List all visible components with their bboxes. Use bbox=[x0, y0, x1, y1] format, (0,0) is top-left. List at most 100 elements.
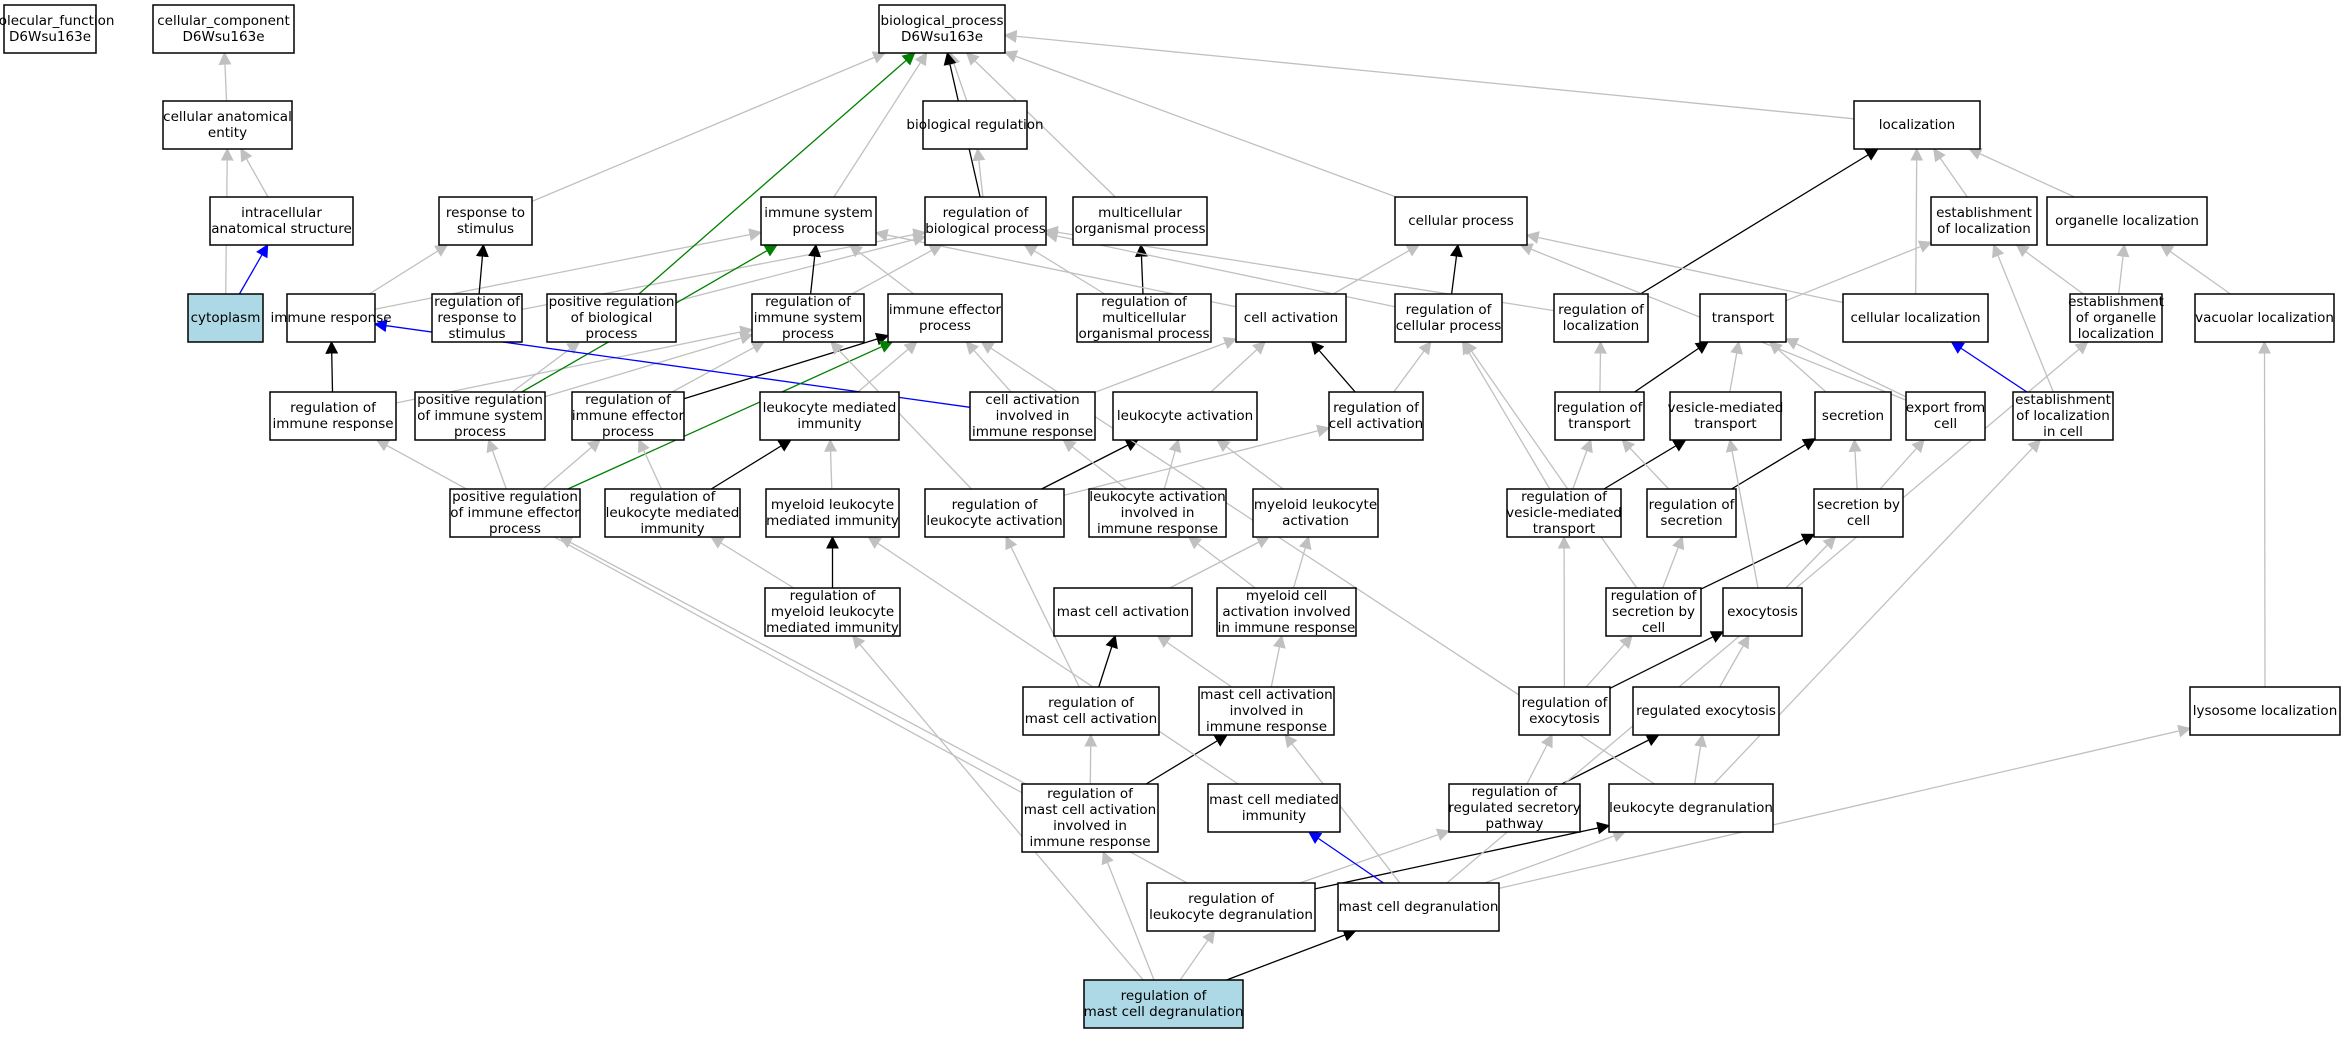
node-cellular-process[interactable]: cellular process bbox=[1394, 196, 1528, 246]
node-vacuolar-localization[interactable]: vacuolar localization bbox=[2194, 293, 2335, 343]
node-box bbox=[1235, 293, 1347, 343]
edge-regulates-rla-to-la bbox=[1041, 439, 1140, 490]
node-mast-cell-degranulation[interactable]: mast cell degranulation bbox=[1337, 882, 1500, 932]
edge-is-a-prisp-to-risp bbox=[544, 331, 754, 398]
edge-is-a-mcair-to-lair bbox=[1187, 536, 1256, 589]
edge-regulates-rrsp-to-regexo bbox=[1561, 734, 1660, 785]
edge-is-a-iep-to-isp bbox=[848, 244, 915, 295]
node-box bbox=[286, 293, 376, 343]
edge-regulates-risp-to-isp bbox=[808, 243, 822, 295]
node-immune-response[interactable]: immune response bbox=[270, 293, 392, 343]
node-label-line: process bbox=[602, 424, 654, 440]
node-exocytosis[interactable]: exocytosis bbox=[1722, 587, 1803, 637]
edge-is-a-rir-to-risp bbox=[395, 325, 754, 404]
edge-is-a-cp-to-bp bbox=[1003, 50, 1397, 198]
node-transport[interactable]: transport bbox=[1699, 293, 1787, 343]
node-box bbox=[1053, 587, 1193, 637]
node-box bbox=[1146, 882, 1316, 932]
node-localization[interactable]: localization bbox=[1853, 100, 1981, 150]
edge-is-a-rca-to-rcp bbox=[1393, 340, 1432, 393]
node-label-line: immune response bbox=[1097, 521, 1218, 537]
edge-regulates-rloc-to-loc bbox=[1639, 148, 1879, 295]
edge-is-a-ldg-to-regexo bbox=[1694, 733, 1707, 785]
node-leukocyte-degranulation[interactable]: leukocyte degranulation bbox=[1608, 783, 1774, 833]
node-label-line: leukocyte activation bbox=[1117, 408, 1253, 424]
node-cytoplasm[interactable]: cytoplasm bbox=[187, 293, 264, 343]
edge-is-a-prisp-to-prbp bbox=[511, 341, 581, 393]
edge-is-a-mlmi-to-lmi bbox=[824, 438, 838, 490]
node-label-line: cell activation bbox=[1329, 416, 1423, 432]
node-label-line: mast cell activation bbox=[1024, 802, 1156, 818]
node-label-line: leukocyte mediated bbox=[763, 400, 897, 416]
edge-is-a-priep-to-prisp bbox=[486, 438, 507, 490]
node-cellular-localization[interactable]: cellular localization bbox=[1842, 293, 1989, 343]
edge-is-a-vmt-to-trans bbox=[1729, 340, 1744, 393]
node-label-line: vacuolar localization bbox=[2195, 310, 2334, 326]
node-lysosome-localization[interactable]: lysosome localization bbox=[2189, 686, 2341, 736]
node-mast-cell-activation[interactable]: mast cell activation bbox=[1053, 587, 1193, 637]
node-label-line: cell activation bbox=[1244, 310, 1338, 326]
node-label-line: involved in bbox=[996, 408, 1070, 424]
node-box bbox=[2194, 293, 2335, 343]
node-box bbox=[152, 4, 295, 54]
edge-is-a-priep-to-riep bbox=[542, 439, 601, 490]
node-biological-regulation[interactable]: biological regulation bbox=[906, 100, 1044, 150]
node-cell-activation[interactable]: cell activation bbox=[1235, 293, 1347, 343]
node-box bbox=[1337, 882, 1500, 932]
node-leukocyte-activation[interactable]: leukocyte activation bbox=[1112, 391, 1258, 441]
node-label-line: localization bbox=[2078, 326, 2154, 342]
node-regulated-exocytosis[interactable]: regulated exocytosis bbox=[1632, 686, 1780, 736]
node-organelle-localization[interactable]: organelle localization bbox=[2046, 196, 2208, 246]
node-label-line: D6Wsu163e bbox=[9, 29, 91, 45]
node-secretion[interactable]: secretion bbox=[1814, 391, 1892, 441]
